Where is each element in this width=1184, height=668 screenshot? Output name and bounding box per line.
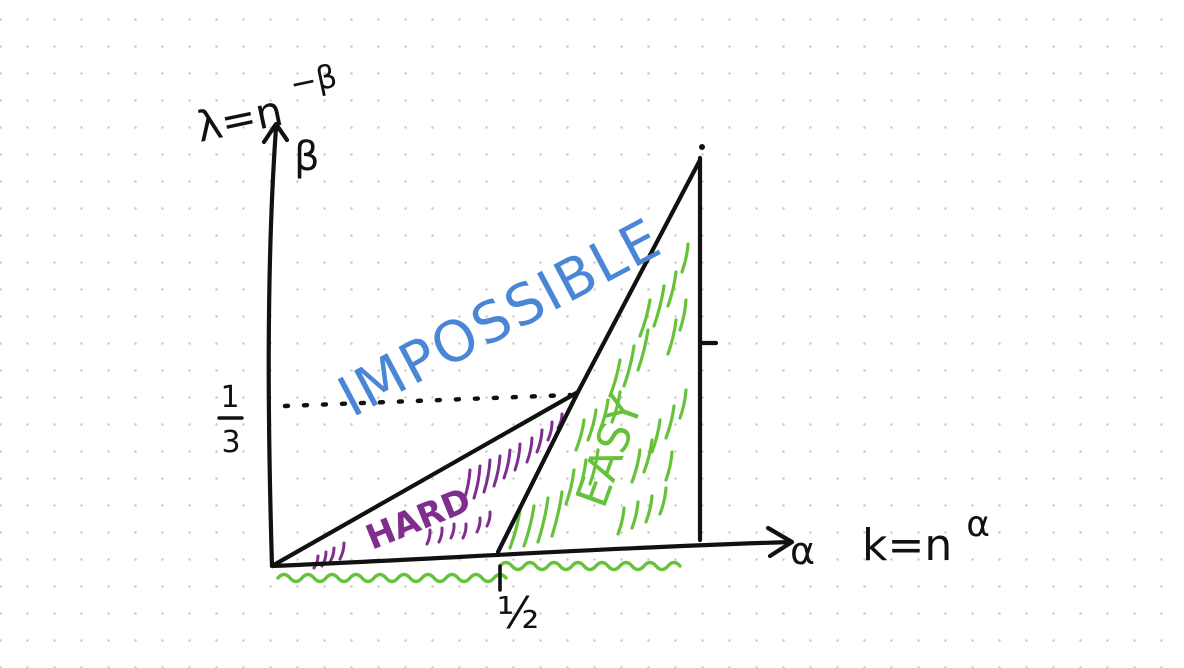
y-axis-definition: λ=n −β	[188, 57, 346, 152]
hard-hatch-stroke	[449, 522, 456, 540]
easy-hatch-stroke	[608, 358, 622, 398]
hard-hatch-stroke	[492, 454, 502, 488]
one-third-dotted-guide	[282, 392, 573, 409]
easy-hatch-stroke	[536, 496, 550, 544]
x-axis-variable: α	[790, 529, 815, 573]
x-axis-definition-exponent: α	[966, 504, 990, 545]
easy-hatch-stroke	[666, 318, 678, 356]
y-tick-numerator: 1	[220, 380, 239, 415]
hard-hatch-stroke	[485, 510, 492, 528]
easy-hatch-stroke	[598, 398, 610, 432]
top-point-dot	[699, 144, 705, 150]
easy-hatch-stroke	[622, 344, 636, 388]
hard-hatch-stroke	[513, 442, 522, 472]
easy-hatch-stroke	[550, 490, 564, 538]
hard-hatch-stroke	[472, 464, 482, 500]
y-axis-definition-exponent: −β	[286, 57, 340, 104]
x-tick-label: ½	[497, 588, 540, 639]
easy-hatch-stroke	[642, 438, 654, 474]
easy-hatch-stroke	[638, 298, 652, 338]
easy-hatch-stroke	[588, 448, 600, 486]
easy-hatch-stroke	[616, 506, 626, 536]
hard-hatch-stroke	[437, 526, 444, 544]
easy-hatch-stroke	[678, 298, 688, 332]
hard-upper-boundary	[269, 389, 581, 569]
easy-hatch-stroke	[576, 458, 588, 496]
hard-hatch-stroke	[525, 436, 534, 464]
x-axis-arrowhead	[765, 525, 795, 559]
y-tick-denominator: 3	[221, 425, 240, 460]
y-axis-definition-base: λ=n	[192, 86, 287, 152]
hard-hatch-stroke	[328, 546, 336, 564]
hard-hatch-stroke	[482, 458, 492, 494]
easy-hatch-stroke	[680, 242, 690, 274]
easy-hatch-stroke	[664, 450, 674, 482]
easy-hatch-stroke	[666, 270, 678, 308]
easy-hatch-stroke	[630, 448, 642, 484]
easy-hatch-stroke	[644, 494, 654, 524]
easy-hatch-stroke	[586, 408, 598, 442]
easy-hatch-stroke	[636, 328, 650, 372]
hard-region-label: HARD	[360, 480, 476, 558]
hard-hatch-stroke	[462, 468, 472, 502]
easy-hatch-stroke	[574, 418, 586, 452]
easy-region-hatching	[508, 242, 690, 550]
x-axis-line	[269, 539, 793, 569]
x-axis-definition-base: k=n	[862, 520, 952, 571]
easy-hatch-stroke	[658, 486, 668, 516]
x-axis-definition: k=n α	[862, 504, 990, 571]
easy-hatch-stroke	[610, 390, 622, 424]
easy-hatch-stroke	[522, 504, 536, 548]
easy-baseline-squiggle	[276, 560, 682, 584]
hard-hatch-stroke	[535, 428, 544, 454]
hard-hatch-stroke	[338, 541, 346, 561]
easy-left-boundary	[495, 157, 703, 555]
y-axis-line	[266, 125, 279, 569]
easy-hatch-stroke	[564, 468, 576, 506]
easy-hatch-stroke	[678, 388, 688, 420]
hard-hatch-stroke	[425, 528, 432, 546]
easy-hatch-stroke	[664, 404, 676, 440]
easy-hatch-stroke	[650, 418, 662, 454]
hard-hatch-stroke	[502, 448, 512, 480]
hard-hatch-stroke	[546, 420, 554, 442]
y-axis-variable: β	[294, 134, 320, 180]
easy-hatch-stroke	[652, 284, 666, 328]
y-axis-arrowhead	[261, 121, 290, 145]
easy-hatch-stroke	[630, 500, 640, 530]
hard-hatch-stroke	[475, 516, 482, 534]
hard-hatch-stroke	[461, 522, 468, 540]
